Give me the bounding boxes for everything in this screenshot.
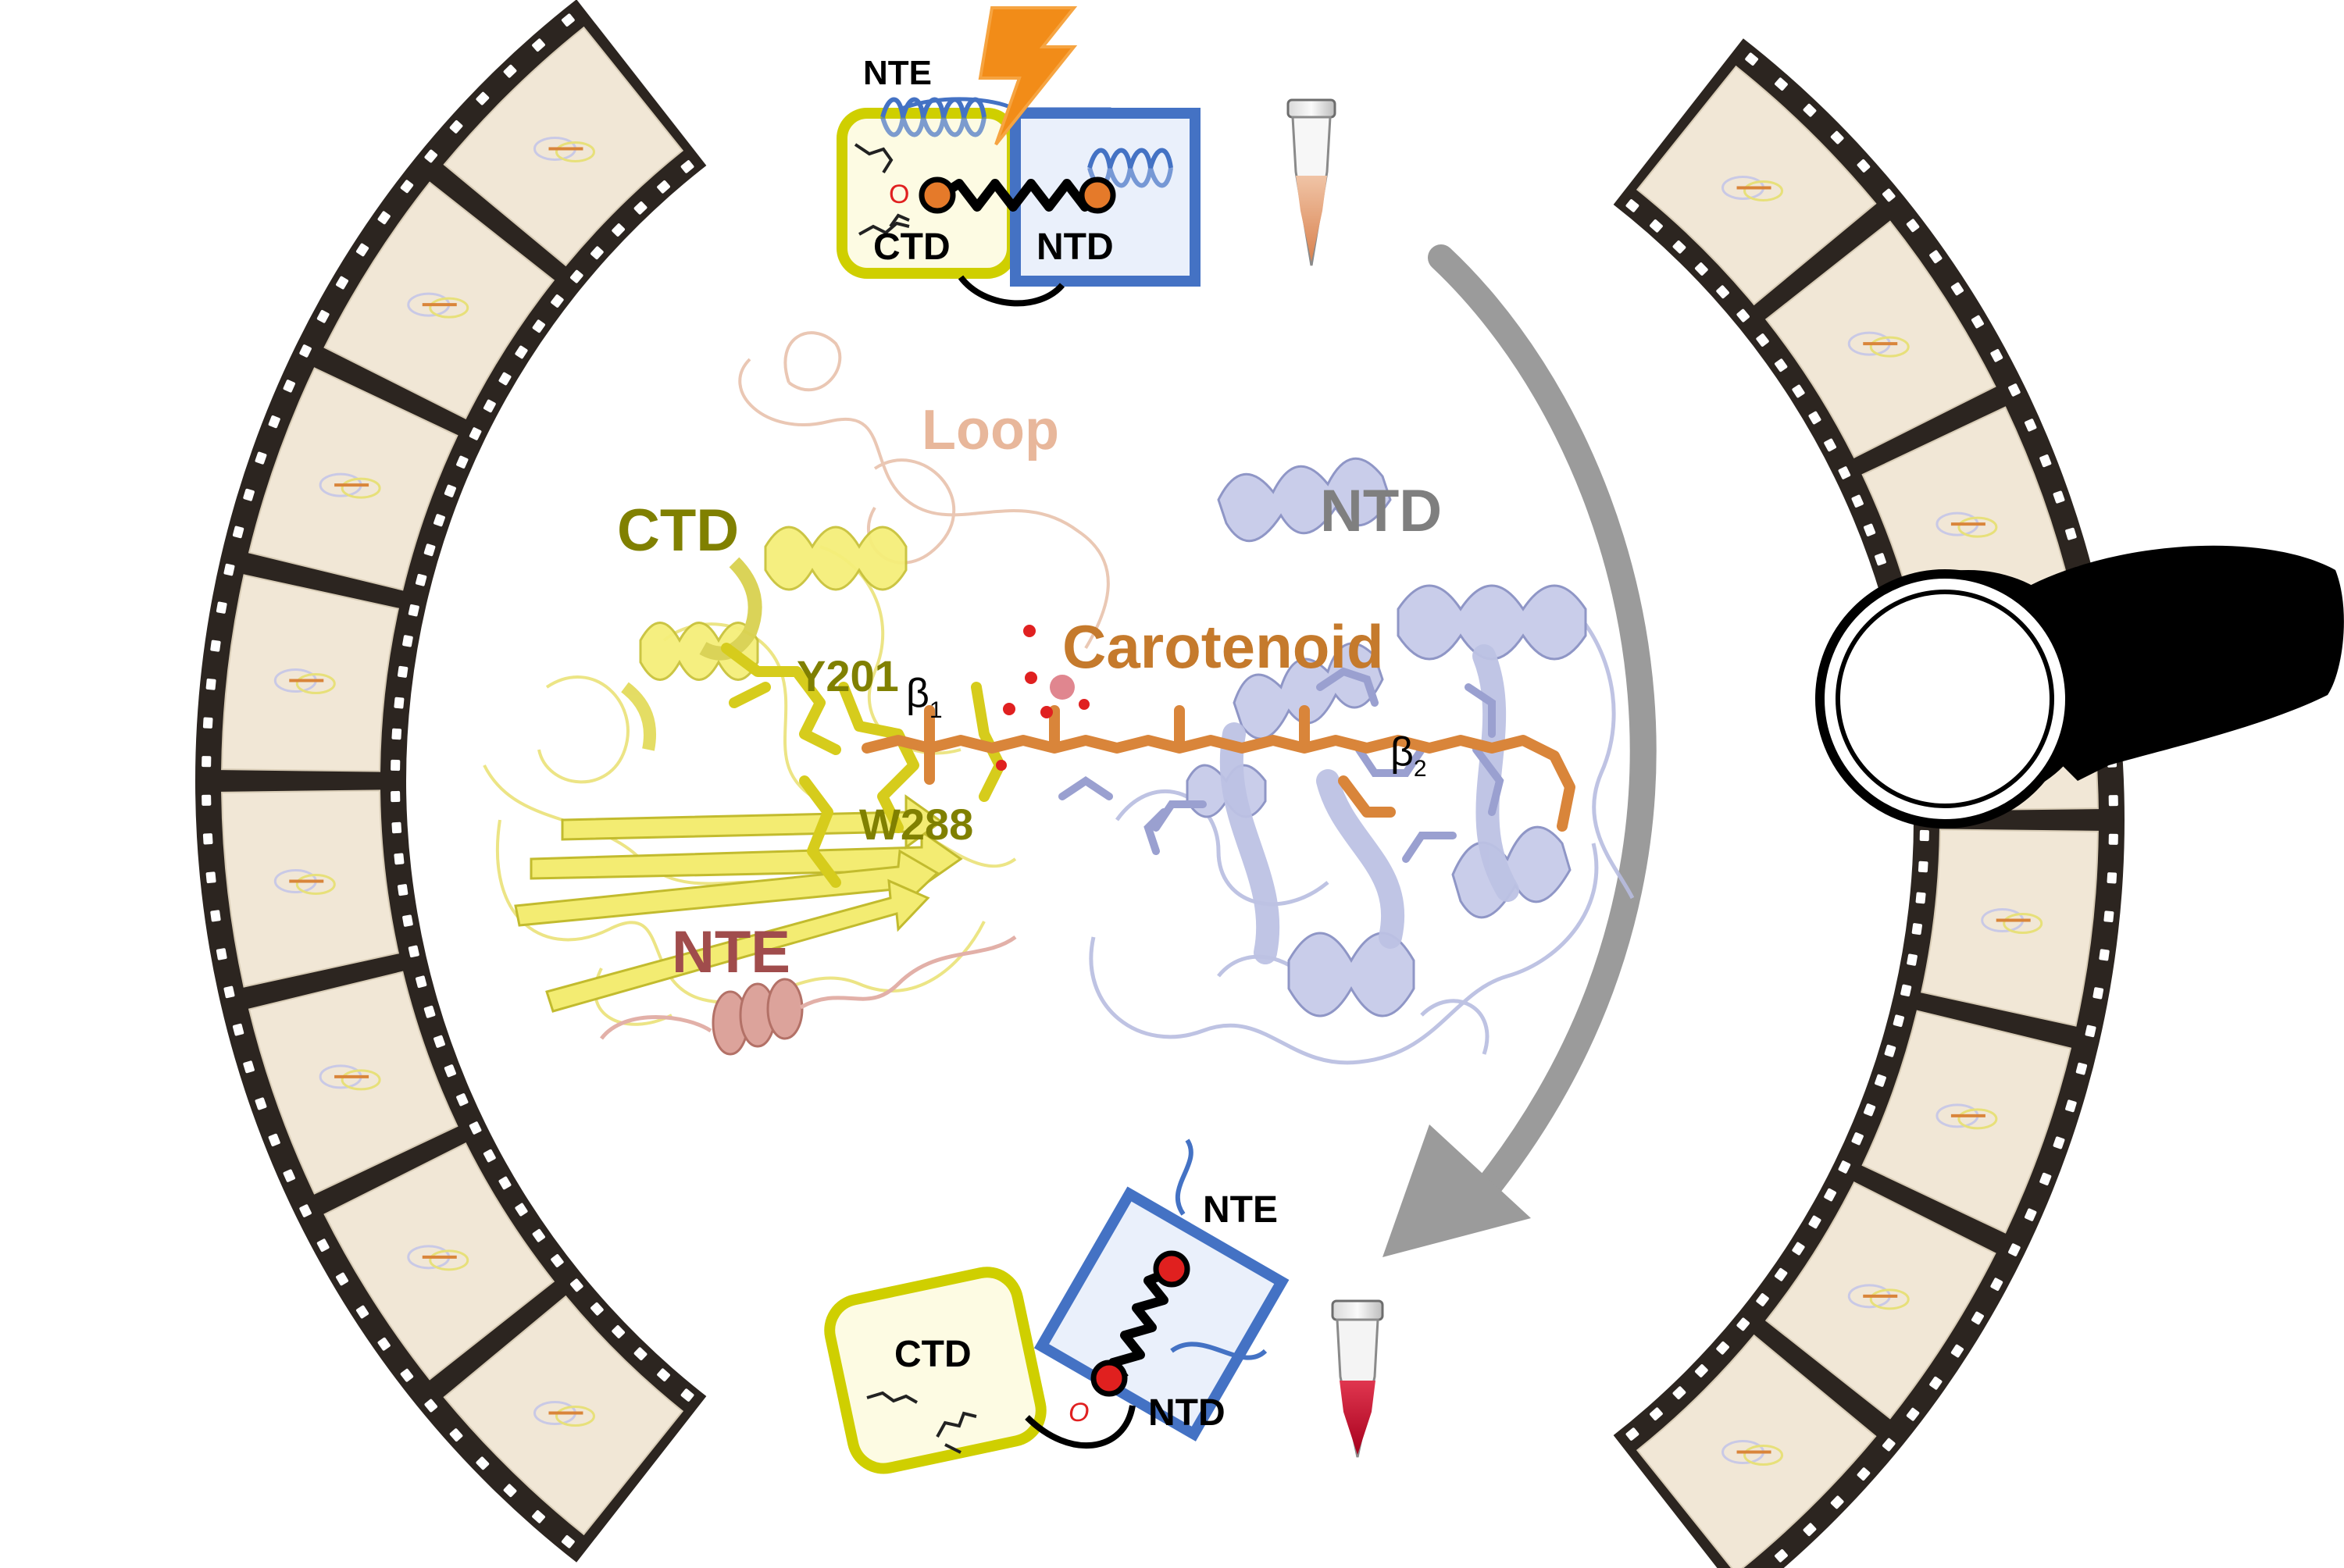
sprocket-hole [205, 679, 216, 690]
film-frame [1921, 829, 2098, 1025]
sprocket-hole [391, 760, 400, 771]
sprocket-hole [205, 871, 216, 883]
nte-label-bottom: NTE [1203, 1189, 1278, 1231]
sprocket-hole [402, 914, 413, 927]
sprocket-hole [398, 666, 409, 679]
sprocket-hole [202, 795, 211, 806]
ntd-label-bottom: NTD [1148, 1392, 1226, 1434]
sprocket-hole [394, 697, 404, 709]
bottom-schematic: O CTD NTD NTE [824, 1140, 1282, 1474]
sprocket-hole [394, 853, 404, 864]
sprocket-hole [1907, 953, 1918, 966]
ntd-label-top: NTD [1036, 226, 1114, 268]
sprocket-hole [391, 791, 400, 802]
sprocket-hole [2103, 911, 2114, 922]
beta1-label: β1 [906, 671, 943, 723]
sprocket-hole [210, 910, 221, 922]
sprocket-hole [210, 640, 221, 652]
sprocket-hole [391, 729, 401, 740]
sprocket-hole [216, 948, 227, 960]
sprocket-hole [202, 756, 211, 767]
sample-tube-icon [1333, 1301, 1382, 1457]
nte-label-top: NTE [863, 54, 932, 92]
sprocket-hole [203, 717, 213, 729]
ctd-label-bottom: CTD [894, 1334, 972, 1375]
sprocket-hole [216, 601, 227, 614]
sprocket-hole [2107, 872, 2117, 884]
sprocket-hole [398, 884, 409, 896]
oxygen-label-top: O [889, 180, 909, 209]
ctd-label-top: CTD [873, 226, 951, 268]
nte-helix [601, 937, 1015, 1054]
ntd-domain [1062, 458, 1632, 1063]
ctd-label: CTD [617, 497, 739, 564]
nte-structure-label: NTE [672, 919, 790, 985]
sprocket-hole [1918, 861, 1928, 873]
film-strip-left [195, 0, 706, 1563]
sample-tube-icon [1288, 100, 1335, 265]
loop-region [740, 333, 1108, 648]
loop-label: Loop [922, 399, 1059, 461]
sprocket-hole [2109, 795, 2118, 806]
ntd-label: NTD [1320, 478, 1442, 544]
sprocket-hole [1920, 830, 1929, 841]
oxygen-label-bottom: O [1069, 1398, 1089, 1427]
sprocket-hole [391, 822, 401, 834]
sprocket-hole [2092, 987, 2103, 1000]
carotenoid-label: Carotenoid [1062, 612, 1384, 681]
sprocket-hole [1915, 892, 1925, 903]
top-schematic: O CTD NTD NTE [842, 8, 1195, 303]
sprocket-hole [203, 833, 213, 845]
sprocket-hole [2099, 949, 2110, 961]
beta2-label: β2 [1390, 729, 1427, 782]
sprocket-hole [1911, 923, 1922, 935]
w288-label: W288 [859, 800, 973, 849]
sprocket-hole [2109, 834, 2118, 845]
sprocket-hole [402, 635, 413, 647]
y201-label: Y201 [797, 651, 899, 700]
